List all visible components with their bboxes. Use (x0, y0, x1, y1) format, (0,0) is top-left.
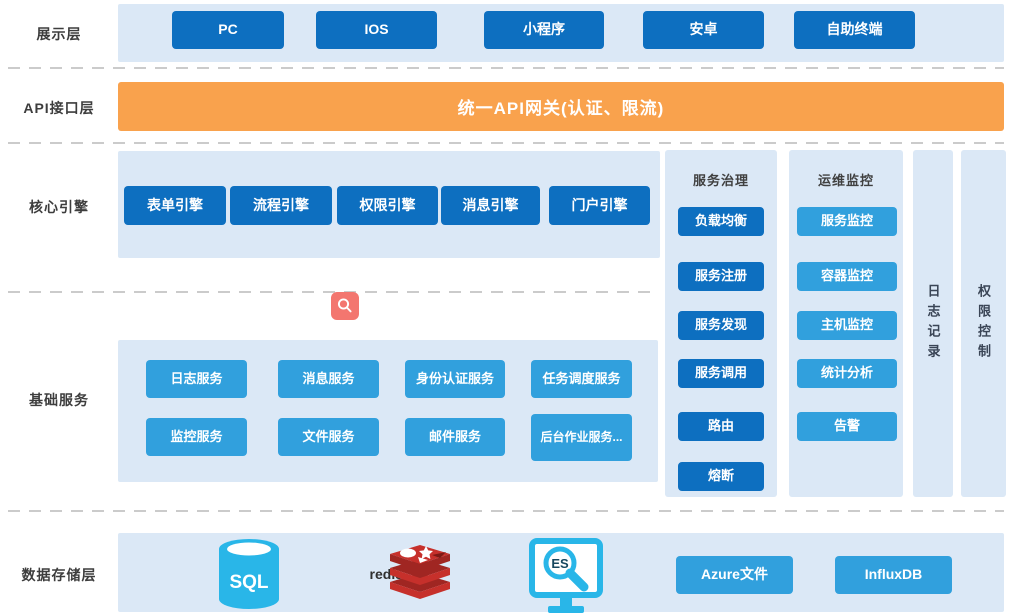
node-ios: IOS (316, 11, 437, 49)
core-engine-band: 表单引擎 流程引擎 权限引擎 消息引擎 门户引擎 (118, 151, 660, 258)
node-svc-discovery: 服务发现 (678, 311, 764, 340)
search-icon[interactable] (331, 292, 359, 320)
node-influxdb: InfluxDB (835, 556, 952, 594)
node-load-balance: 负载均衡 (678, 207, 764, 236)
node-alert: 告警 (797, 412, 897, 441)
node-circuit-break: 熔断 (678, 462, 764, 491)
node-svc-register: 服务注册 (678, 262, 764, 291)
node-stat-analysis: 统计分析 (797, 359, 897, 388)
layer-label-presentation: 展示层 (36, 26, 82, 42)
node-msg-service: 消息服务 (278, 360, 379, 398)
node-android: 安卓 (643, 11, 764, 49)
node-svc-invoke: 服务调用 (678, 359, 764, 388)
log-record-label: 日志记录 (925, 283, 941, 364)
layer-label-storage: 数据存储层 (21, 567, 97, 583)
perm-control-column: 权限控制 (961, 150, 1006, 497)
separator-line (8, 67, 1004, 69)
separator-line (8, 142, 1004, 144)
sql-database-icon: SQL (219, 539, 279, 609)
storage-band: SQL redis ES (118, 533, 1004, 613)
es-text: ES (551, 556, 569, 571)
node-batch-service: 后台作业服务... (531, 414, 632, 461)
presentation-band: PC IOS 小程序 安卓 自助终端 (118, 4, 1004, 62)
node-log-service: 日志服务 (146, 360, 247, 398)
separator-line (8, 291, 656, 293)
perm-control-label: 权限控制 (976, 283, 991, 364)
node-mail-service: 邮件服务 (405, 418, 505, 456)
node-file-service: 文件服务 (278, 418, 379, 456)
monitoring-title: 运维监控 (817, 173, 874, 188)
node-azure-files: Azure文件 (676, 556, 793, 594)
monitoring-column: 运维监控 服务监控 容器监控 主机监控 统计分析 告警 (789, 150, 903, 497)
node-kiosk: 自助终端 (794, 11, 915, 49)
separator-line (8, 510, 1004, 512)
node-container-monitor: 容器监控 (797, 262, 897, 291)
node-task-service: 任务调度服务 (531, 360, 632, 398)
elasticsearch-icon: ES (529, 538, 603, 613)
basic-services-band: 日志服务 消息服务 身份认证服务 任务调度服务 监控服务 文件服务 邮件服务 后… (118, 340, 658, 482)
node-monitor-service: 监控服务 (146, 418, 247, 456)
node-pc: PC (172, 11, 284, 49)
node-auth-service: 身份认证服务 (405, 360, 505, 398)
magnifier-glyph (337, 298, 352, 313)
node-perm-engine: 权限引擎 (337, 186, 438, 225)
redis-icon (390, 545, 450, 599)
node-host-monitor: 主机监控 (797, 311, 897, 340)
node-miniapp: 小程序 (484, 11, 604, 49)
log-record-column: 日志记录 (913, 150, 953, 497)
node-msg-engine: 消息引擎 (441, 186, 540, 225)
governance-column: 服务治理 负载均衡 服务注册 服务发现 服务调用 路由 熔断 (665, 150, 777, 497)
api-gateway-bar: 统一API网关(认证、限流) (118, 82, 1004, 131)
node-form-engine: 表单引擎 (124, 186, 226, 225)
layer-label-core: 核心引擎 (29, 199, 89, 215)
governance-title: 服务治理 (692, 173, 749, 188)
node-flow-engine: 流程引擎 (230, 186, 332, 225)
node-portal-engine: 门户引擎 (549, 186, 650, 225)
layer-label-api: API接口层 (23, 100, 95, 116)
node-route: 路由 (678, 412, 764, 441)
sql-text: SQL (229, 572, 268, 593)
node-svc-monitor: 服务监控 (797, 207, 897, 236)
layer-label-basic: 基础服务 (29, 392, 89, 408)
